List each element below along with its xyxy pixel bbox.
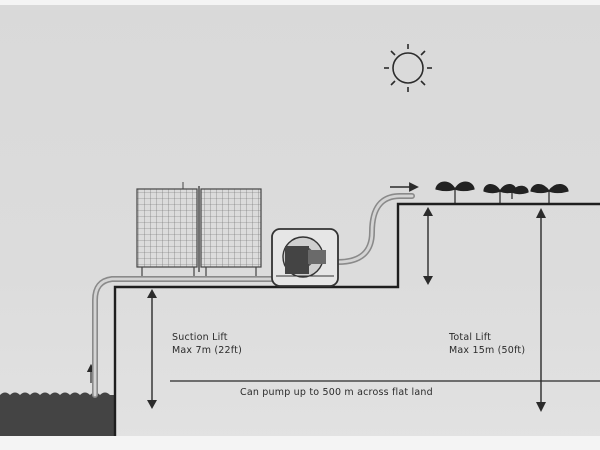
seedling-icon xyxy=(435,181,569,203)
upper-lift-arrow xyxy=(423,207,433,285)
total-lift-arrow xyxy=(536,208,546,412)
suction-lift-arrow xyxy=(147,289,157,409)
sun-icon xyxy=(384,44,432,92)
pump-icon xyxy=(271,228,339,287)
ground-profile xyxy=(113,202,600,436)
total-lift-max: Max 15m (50ft) xyxy=(449,345,526,356)
delivery-pipe xyxy=(335,193,415,265)
flat-land-note: Can pump up to 500 m across flat land xyxy=(240,387,433,398)
suction-lift-title: Suction Lift xyxy=(172,332,228,343)
solar-panel-icon xyxy=(136,182,262,276)
suction-lift-max: Max 7m (22ft) xyxy=(172,345,242,356)
water-body xyxy=(0,392,114,436)
total-lift-title: Total Lift xyxy=(449,332,492,343)
